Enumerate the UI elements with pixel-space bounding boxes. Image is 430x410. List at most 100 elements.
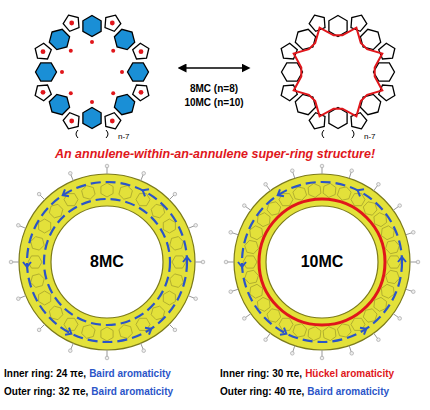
current-inner xyxy=(44,199,170,325)
stroke xyxy=(308,327,321,341)
plot-label: 8MC xyxy=(90,253,124,271)
stroke xyxy=(351,194,365,206)
result-line: Inner ring: 24 πe,Baird aromaticity xyxy=(4,368,171,379)
hydrogen xyxy=(224,260,228,264)
current-arrow xyxy=(280,328,286,335)
stroke xyxy=(151,306,165,320)
radical-dot xyxy=(90,40,94,44)
five-ring xyxy=(105,15,121,31)
radical-dot xyxy=(111,49,115,53)
hydrogen xyxy=(105,356,109,360)
resonance-arrow xyxy=(182,67,246,69)
hydrogen xyxy=(37,192,41,196)
isosurface xyxy=(35,190,179,334)
stroke xyxy=(151,204,165,218)
current-arrow xyxy=(23,262,31,267)
stroke xyxy=(31,237,45,251)
benzene-ring xyxy=(83,108,101,129)
five-ring xyxy=(35,85,51,101)
current-arrow xyxy=(398,257,406,262)
aromaticity: Baird aromaticity xyxy=(307,386,389,397)
stroke xyxy=(163,291,175,305)
hydrogen xyxy=(142,349,146,353)
five-ring xyxy=(133,85,149,101)
inner-annulene xyxy=(294,28,383,117)
stroke xyxy=(39,291,51,305)
stroke xyxy=(266,206,378,318)
ring-count: Inner ring: 24 πe, xyxy=(4,368,86,379)
hydrogen xyxy=(105,164,109,168)
hydrogen xyxy=(194,224,198,228)
repeat-label: n-7 xyxy=(118,132,130,141)
stroke xyxy=(279,318,293,330)
hydrogen xyxy=(17,224,21,228)
stroke xyxy=(39,219,51,233)
hydrogen xyxy=(377,338,381,342)
five-ring xyxy=(63,113,79,129)
benzene-ring xyxy=(49,94,69,114)
current-arrow xyxy=(183,257,191,262)
benzene-ring xyxy=(36,63,57,81)
aromaticity: Baird aromaticity xyxy=(91,386,173,397)
radical-dot xyxy=(139,90,144,95)
radical-dot xyxy=(90,100,94,104)
hydrogen xyxy=(398,204,402,208)
hydrogen xyxy=(9,260,13,264)
stroke xyxy=(386,240,400,253)
stroke xyxy=(245,240,259,253)
aromaticity: Hückel aromaticity xyxy=(305,368,394,379)
stroke xyxy=(363,202,377,215)
stroke xyxy=(267,202,281,215)
stroke xyxy=(386,270,400,283)
radical-dot xyxy=(69,21,74,26)
stroke xyxy=(293,324,307,337)
hydrogen xyxy=(17,297,21,301)
radical-dot xyxy=(120,70,124,74)
hydrogen xyxy=(243,317,247,321)
hydrogen xyxy=(264,183,268,187)
stroke xyxy=(308,183,321,197)
benzene-ring xyxy=(49,29,69,49)
current-inner xyxy=(259,199,385,325)
hydrogen xyxy=(69,172,73,176)
ring-count: Inner ring: 30 πe, xyxy=(220,368,302,379)
benzene-ring xyxy=(114,94,134,114)
stroke xyxy=(170,274,184,288)
stroke xyxy=(101,183,113,197)
radical-dot xyxy=(139,49,144,54)
acid-plot xyxy=(9,164,205,360)
stroke xyxy=(381,284,394,298)
hydrogen xyxy=(412,231,416,235)
hydrogen xyxy=(243,204,247,208)
hydrogen xyxy=(398,317,402,321)
stroke xyxy=(267,309,281,322)
current-arrow xyxy=(143,189,149,196)
radical-dot xyxy=(110,21,115,26)
stroke xyxy=(119,325,132,339)
ring-count: Outer ring: 40 πe, xyxy=(220,386,304,397)
radical-dot xyxy=(60,70,64,74)
current-arrow xyxy=(145,328,151,335)
stroke xyxy=(337,187,351,200)
hydrogen xyxy=(229,231,233,235)
compound-label: 8MC (n=8) xyxy=(190,83,238,94)
stroke xyxy=(49,306,63,320)
stroke xyxy=(51,206,163,318)
stroke xyxy=(82,325,96,339)
radical-dot xyxy=(41,49,46,54)
stroke xyxy=(170,237,184,251)
stroke xyxy=(49,204,63,218)
stroke xyxy=(381,226,394,240)
stroke xyxy=(250,226,263,240)
hydrogen xyxy=(320,356,324,360)
five-ring xyxy=(35,43,51,59)
stroke xyxy=(374,297,387,311)
repeat-label: n-7 xyxy=(364,132,376,141)
stroke xyxy=(136,194,150,206)
radical-dot xyxy=(69,49,73,53)
hydrogen xyxy=(173,192,177,196)
stroke xyxy=(234,174,410,350)
stroke xyxy=(64,318,78,330)
stroke xyxy=(82,186,96,200)
